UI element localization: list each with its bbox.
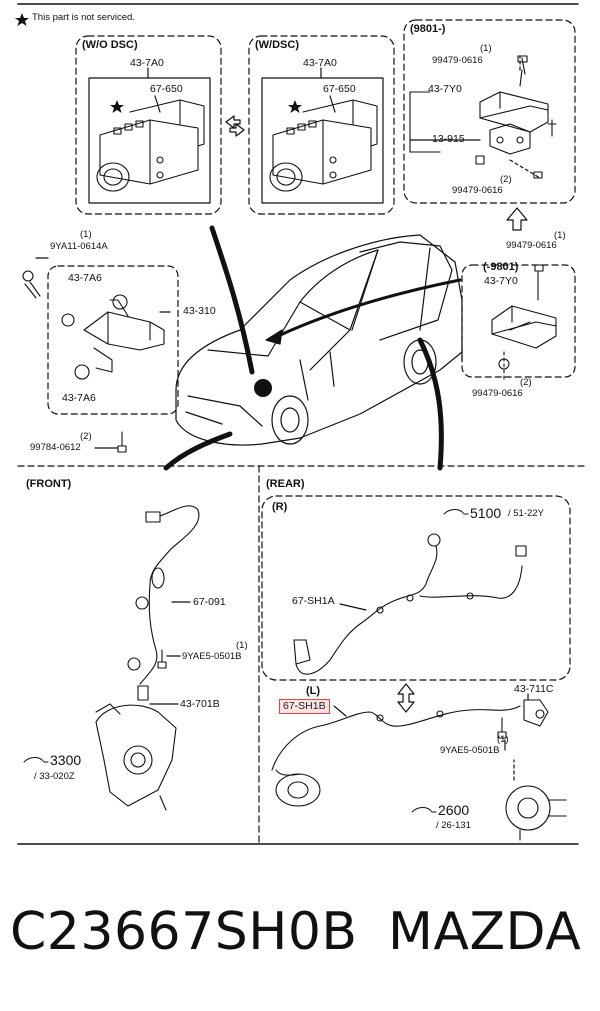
qty-99784: (2) xyxy=(80,431,92,442)
label-pump-left: 67-650 xyxy=(150,83,183,95)
label-bolt-9ya11: 9YA11-0614A xyxy=(50,241,108,252)
label-front-bolt: 9YAE5-0501B xyxy=(182,651,242,662)
label-bolt-mid: 99479-0616 xyxy=(452,185,503,196)
label-rear-harness-r: 67-SH1A xyxy=(292,595,335,607)
label-bolt-low: 99479-0616 xyxy=(472,388,523,399)
label-bolt-99784: 99784-0612 xyxy=(30,442,81,453)
label-bracket-9801-a: 43-7Y0 xyxy=(428,83,462,95)
section-9801-later: (9801-) xyxy=(410,23,446,35)
qty-mid: (2) xyxy=(500,174,512,185)
section-front: (FRONT) xyxy=(26,478,72,490)
label-bolt-mid2: 99479-0616 xyxy=(506,240,557,251)
ref-3300: 3300 xyxy=(50,752,82,768)
diagram-drawing xyxy=(15,3,587,846)
ref-2600: 2600 xyxy=(438,802,470,818)
qty-low: (2) xyxy=(520,377,532,388)
section-rear: (REAR) xyxy=(266,478,305,490)
section-9801-earlier: (-9801) xyxy=(483,261,519,273)
label-nut-13915: 13-915 xyxy=(432,133,465,145)
label-bolt-top: 99479-0616 xyxy=(432,55,483,66)
label-rear-sensor: 43-711C xyxy=(514,683,554,695)
front-bolt-qty: (1) xyxy=(236,640,248,651)
qty-top: (1) xyxy=(480,43,492,54)
label-hu-right: 43-7A0 xyxy=(303,57,337,69)
label-bracket-43310: 43-310 xyxy=(183,305,216,317)
section-rear-right: (R) xyxy=(272,501,288,513)
label-mount-a: 43-7A6 xyxy=(68,272,102,284)
part-number: C23667SH0B xyxy=(10,902,358,962)
label-mount-b: 43-7A6 xyxy=(62,392,96,404)
ref-2600-sub: / 26-131 xyxy=(436,820,471,831)
rear-bolt-qty: (1) xyxy=(497,734,509,745)
section-rear-left: (L) xyxy=(306,685,321,697)
section-w-dsc: (W/DSC) xyxy=(255,39,299,51)
label-front-sensor: 43-701B xyxy=(180,698,220,710)
ref-5100-sub: / 51-22Y xyxy=(508,508,544,519)
ref-3300-sub: / 33-020Z xyxy=(34,771,75,782)
qty-9ya11: (1) xyxy=(80,229,92,240)
qty-mid2: (1) xyxy=(554,230,566,241)
label-hu-left: 43-7A0 xyxy=(130,57,164,69)
parts-diagram: This part is not serviced. (W/O DSC) (W/… xyxy=(15,3,587,846)
section-wo-dsc: (W/O DSC) xyxy=(82,39,138,51)
label-rear-bolt: 9YAE5-0501B xyxy=(440,745,500,756)
label-bracket-9801-b: 43-7Y0 xyxy=(484,275,518,287)
brand-name: MAZDA xyxy=(388,902,582,962)
ref-5100: 5100 xyxy=(470,505,502,521)
label-pump-right: 67-650 xyxy=(323,83,356,95)
label-rear-harness-l-highlighted: 67-SH1B xyxy=(279,699,330,714)
not-serviced-note: This part is not serviced. xyxy=(32,12,135,23)
label-front-harness: 67-091 xyxy=(193,596,226,608)
